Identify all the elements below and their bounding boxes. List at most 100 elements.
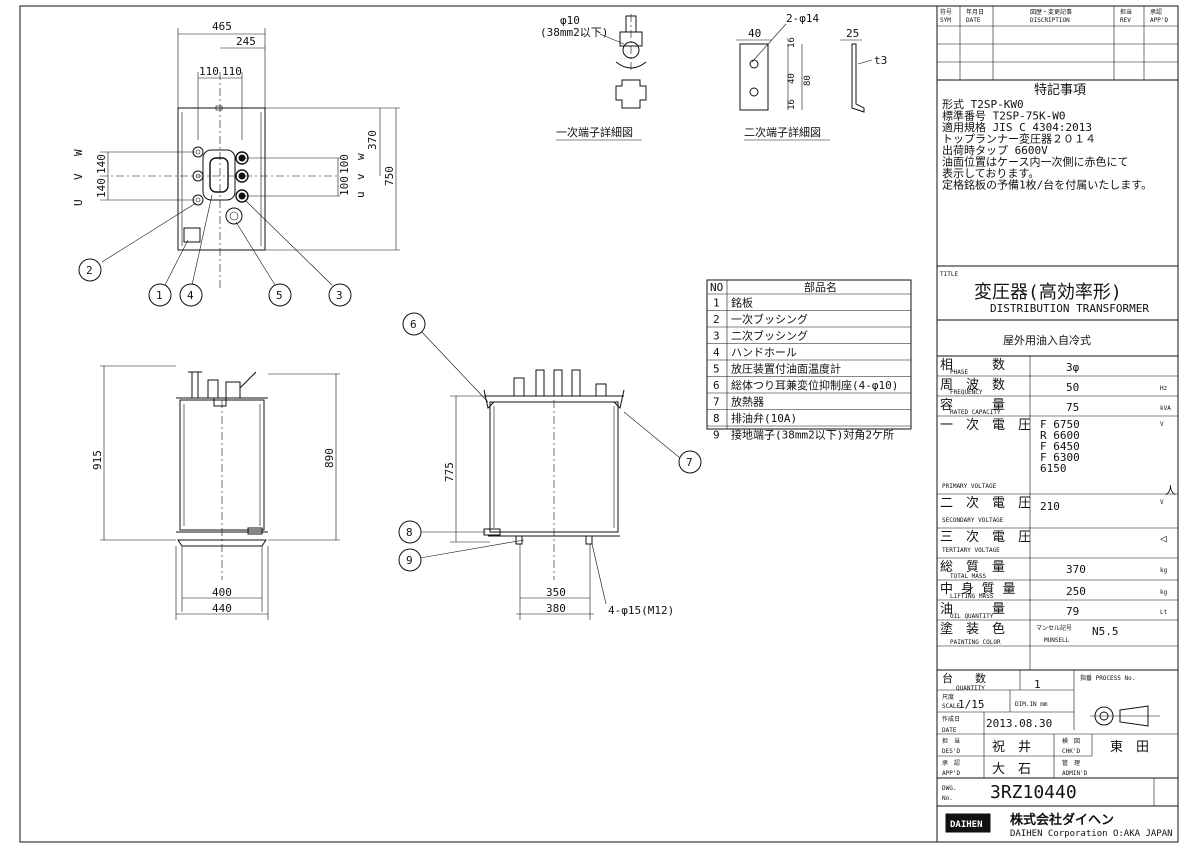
balloon-6: 6 <box>410 318 417 331</box>
dim-350: 350 <box>546 586 566 599</box>
chk-jp: 検 図 <box>1062 737 1080 745</box>
part-no: 4 <box>713 346 720 359</box>
spec-unit: Hz <box>1160 385 1168 392</box>
side-view: 775 350 380 4-φ15(M12) 6 7 8 9 <box>398 312 702 620</box>
dim-890: 890 <box>323 448 336 468</box>
sec-dim-40a: 40 <box>748 27 761 40</box>
spec-label: 一 次 電 圧 <box>940 417 1031 433</box>
title-jp: 変圧器(高効率形) <box>974 282 1122 303</box>
note-line: 標準番号 T2SP-75K-W0 <box>942 109 1065 123</box>
part-no: 1 <box>713 297 720 310</box>
dwg-jp: DWG. <box>942 785 956 792</box>
part-name: 接地端子(38mm2以下)対角2ケ所 <box>731 428 894 442</box>
spec-value-line: 6150 <box>1040 462 1067 475</box>
des-en: DES'D <box>942 748 960 755</box>
spec-sub-en: MUNSELL <box>1044 637 1070 644</box>
spec-value: 79 <box>1066 605 1079 618</box>
spec-label: 三 次 電 圧 <box>940 529 1031 545</box>
spec-value-line: F 6450 <box>1040 440 1080 453</box>
part-name: ハンドホール <box>731 346 797 359</box>
dim-775: 775 <box>443 462 456 482</box>
subtitle: 屋外用油入自冷式 <box>1003 333 1091 347</box>
spec-unit: kVA <box>1160 405 1171 412</box>
spec-label-en: SECONDARY VOLTAGE <box>942 517 1004 524</box>
rev-h-app-en: APP'D <box>1150 17 1168 24</box>
spec-label-en: FREQUENCY <box>950 389 983 396</box>
phase-w: w <box>354 153 367 160</box>
primary-wire: (38mm2以下) <box>540 26 608 39</box>
date-value: 2013.08.30 <box>986 717 1052 730</box>
dim-915: 915 <box>91 450 104 470</box>
rev-h-desc-en: DISCRIPTION <box>1030 17 1070 24</box>
part-name: 排油弁(10A) <box>731 411 797 425</box>
balloon-2: 2 <box>86 264 93 277</box>
dim-110a: 110 <box>199 65 219 78</box>
des-jp: 担 当 <box>942 737 960 745</box>
dim-400: 400 <box>212 586 232 599</box>
part-name: 一次ブッシング <box>731 312 808 326</box>
dim-245: 245 <box>236 35 256 48</box>
dim-unit: DIM.IN mm <box>1015 701 1048 708</box>
spec-sub-jp: マンセル記号 <box>1036 624 1072 632</box>
balloon-5: 5 <box>276 289 283 302</box>
balloon-8: 8 <box>406 526 413 539</box>
spec-label: 相 数 <box>940 358 1005 373</box>
chk-en: CHK'D <box>1062 748 1080 755</box>
date-en: DATE <box>942 727 957 734</box>
spec-label-en: PAINTING COLOR <box>950 639 1001 646</box>
company-logo-text: DAIHEN <box>950 820 983 830</box>
part-no: 5 <box>713 363 720 376</box>
part-no: 8 <box>713 412 720 425</box>
sec-dim-40b: 40 <box>787 73 797 84</box>
spec-value: 370 <box>1066 563 1086 576</box>
note-line: 定格銘板の予備1枚/台を付属いたします。 <box>942 178 1152 192</box>
part-no: 3 <box>713 330 720 343</box>
spec-value: 210 <box>1040 500 1060 513</box>
part-name: 二次ブッシング <box>731 329 808 343</box>
rev-h-date-en: DATE <box>966 17 981 24</box>
spec-label-en: LIFTING MASS <box>950 593 994 600</box>
secondary-terminal-detail: 2-φ14 40 16 40 16 80 25 t3 二次端子詳細図 <box>736 12 887 141</box>
spec-value: 75 <box>1066 401 1079 414</box>
spec-label: 周 波 数 <box>940 378 1005 393</box>
spec-label: 総 質 量 <box>940 560 1005 575</box>
spec-value-line: R 6600 <box>1040 429 1080 442</box>
sec-dim-t3: t3 <box>874 54 887 67</box>
part-no: 7 <box>713 396 720 409</box>
top-view: 465 245 110 110 <box>72 20 400 307</box>
spec-unit: V <box>1160 421 1164 428</box>
primary-terminal-detail: φ10 (38mm2以下) 一次端子詳細図 <box>540 14 647 141</box>
rev-h-date-jp: 年月日 <box>966 8 984 16</box>
projection-symbol <box>1090 705 1160 727</box>
part-name: 銘板 <box>731 296 753 310</box>
title-column: 符号 SYM 年月日 DATE 図歴・変更記事 DISCRIPTION 担当 R… <box>936 5 1179 843</box>
part-name: 放圧装置付油面温度計 <box>731 362 841 376</box>
rev-h-sym-en: SYM <box>940 17 951 24</box>
sec-dim-80: 80 <box>803 75 813 86</box>
dim-140b: 140 <box>95 178 108 198</box>
spec-value-line: F 6300 <box>1040 451 1080 464</box>
wye-symbol: 人 <box>1165 484 1176 497</box>
dim-holes: 4-φ15(M12) <box>608 604 674 617</box>
spec-label-en: OIL QUANTITY <box>950 613 994 620</box>
dim-100b: 100 <box>338 176 351 196</box>
sec-dim-16a: 16 <box>787 37 797 48</box>
balloon-9: 9 <box>406 554 413 567</box>
spec-unit: kg <box>1160 589 1168 596</box>
spec-label-en: TOTAL MASS <box>950 573 987 580</box>
note-line: トップランナー変圧器２０１４ <box>942 132 1096 146</box>
company-logo <box>945 813 991 833</box>
sec-dim-16b: 16 <box>787 99 797 110</box>
qty-jp: 台 数 <box>942 671 986 685</box>
phase-v: v <box>354 173 367 180</box>
app-en: APP'D <box>942 770 960 777</box>
rev-h-rev-en: REV <box>1120 17 1131 24</box>
phase-V: V <box>72 173 85 180</box>
chk-value: 東 田 <box>1110 739 1149 755</box>
dwg-en: No. <box>942 795 953 802</box>
title-en: DISTRIBUTION TRANSFORMER <box>990 302 1149 315</box>
spec-label: 容 量 <box>940 397 1005 413</box>
spec-value: 3φ <box>1066 361 1080 374</box>
rev-h-app-jp: 承認 <box>1150 8 1162 16</box>
scale-value: 1/15 <box>958 698 985 711</box>
